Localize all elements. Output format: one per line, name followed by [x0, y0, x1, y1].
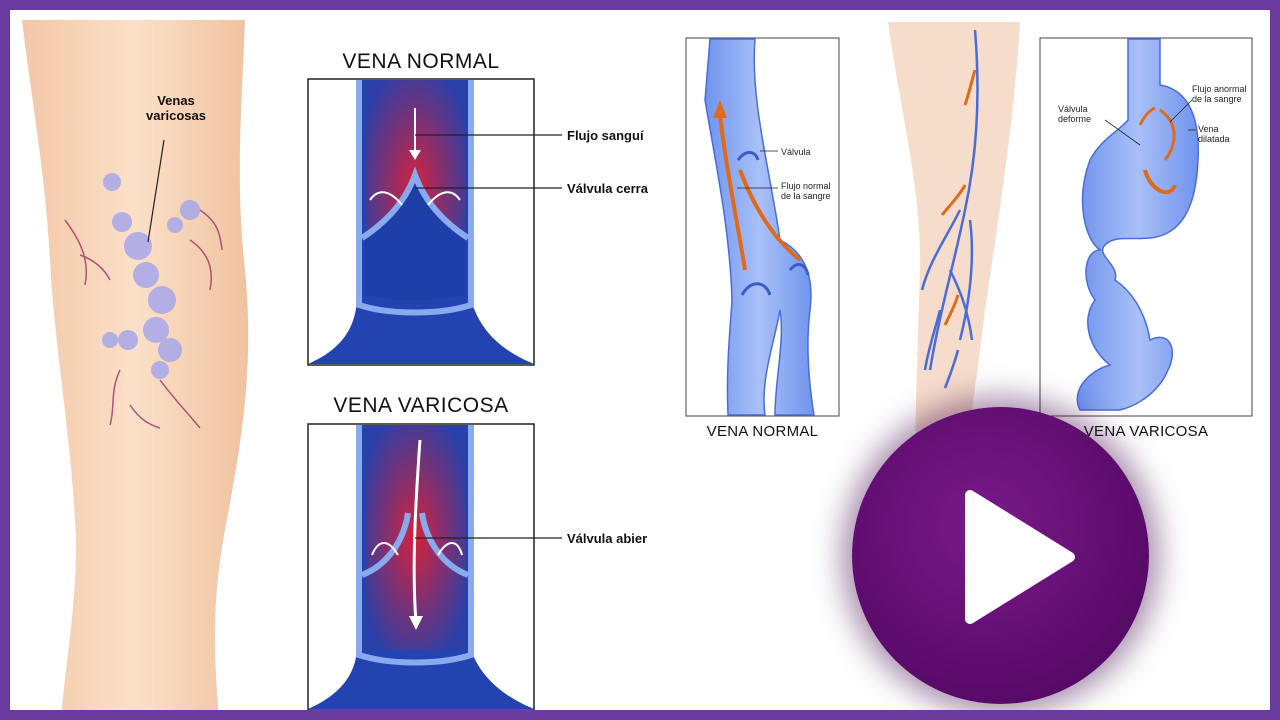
normal-vein-panel	[307, 78, 562, 366]
illustration	[22, 20, 1253, 710]
normal-vein-caption: VENA NORMAL	[706, 423, 819, 440]
valve-open-label: Válvula abier	[567, 531, 648, 546]
play-button[interactable]	[852, 407, 1149, 704]
play-icon	[965, 490, 1075, 624]
varicose-vein-title: VENA VARICOSA	[333, 394, 509, 417]
varicose-veins-label: Venas varicosas	[146, 93, 206, 123]
valve-closed-label: Válvula cerra	[567, 181, 648, 196]
left-leg	[22, 20, 249, 710]
right-normal-diagram	[685, 37, 840, 417]
dilated-vein-label: Vena dilatada	[1198, 124, 1230, 144]
abnormal-flow-label: Flujo anormal de la sangre	[1192, 84, 1247, 104]
normal-flow-label: Flujo normal de la sangre	[781, 181, 831, 201]
varicose-vein-panel	[307, 423, 562, 710]
right-varicose-diagram	[1039, 37, 1253, 417]
right-leg	[888, 22, 1020, 480]
deformed-valve-label: Válvula deforme	[1058, 104, 1092, 124]
normal-vein-title: VENA NORMAL	[342, 50, 500, 73]
varicose-vein-caption: VENA VARICOSA	[1083, 423, 1209, 440]
valve-label: Válvula	[781, 147, 811, 157]
blood-flow-label: Flujo sanguí	[567, 128, 644, 143]
